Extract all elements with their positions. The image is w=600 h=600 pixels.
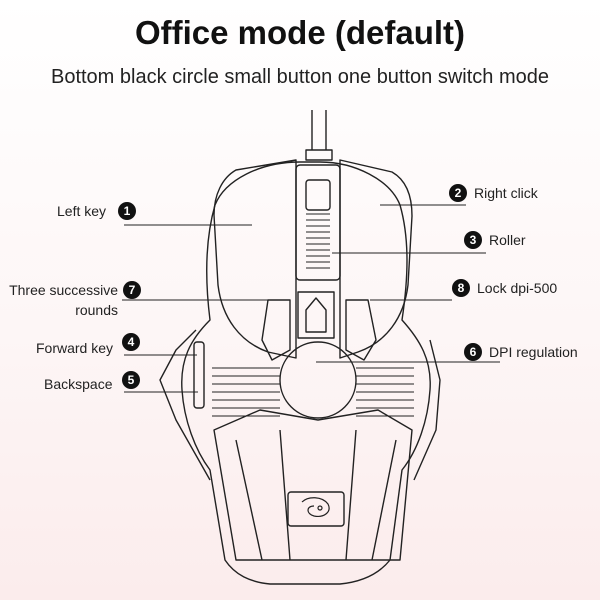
callout-5-badge: 5 [122,371,140,389]
callout-4-badge: 4 [122,333,140,351]
page-title: Office mode (default) [134,14,466,51]
callout-lock-dpi-label: Lock dpi-500 [477,280,558,296]
callout-dpi-label: DPI regulation [489,344,578,360]
callout-roller-label: Roller [489,232,526,248]
callout-6-badge: 6 [464,343,482,361]
callout-3-badge: 3 [464,231,482,249]
callout-8-badge: 8 [452,279,470,297]
page-subtitle: Bottom black circle small button one but… [50,66,550,88]
callout-2-badge: 2 [449,184,467,202]
callout-forward-key-label: Forward key [36,340,114,356]
callout-left-key-label: Left key [57,203,107,219]
mouse-outline-icon [159,110,441,585]
dragon-logo-icon [301,497,330,517]
callout-three-successive-label-line1: Three successive [9,282,118,298]
callout-7-badge: 7 [123,281,141,299]
callout-1-badge: 1 [118,202,136,220]
callout-right-click-label: Right click [474,185,538,201]
callout-backspace-label: Backspace [44,376,113,392]
callout-three-successive-label-line2: rounds [75,302,118,318]
